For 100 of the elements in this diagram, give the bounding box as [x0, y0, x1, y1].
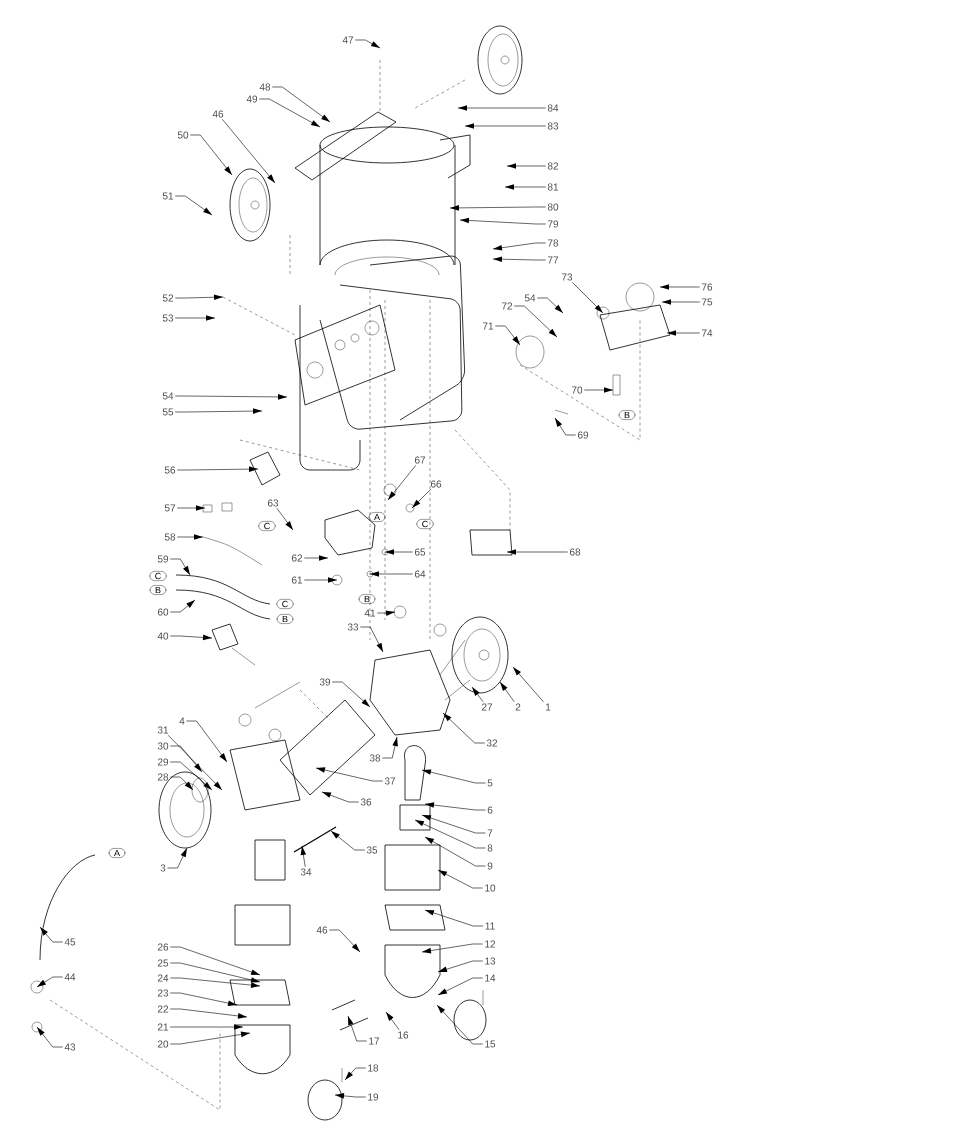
callout-number: 21 [157, 1023, 169, 1031]
callout-number: 25 [157, 959, 169, 967]
connection-tag: B [618, 410, 636, 420]
callout-number: 40 [157, 632, 169, 640]
callout-number: 66 [430, 480, 442, 488]
callout-number: 24 [157, 974, 169, 982]
leader-line [330, 830, 366, 851]
callout-number: 43 [64, 1043, 76, 1051]
leader-line [554, 417, 577, 436]
callout-number: 80 [547, 203, 559, 211]
callout-number: 57 [164, 504, 176, 512]
leader-line [303, 577, 338, 583]
connection-tag: C [258, 521, 276, 531]
leader-line [167, 847, 188, 869]
callout-number: 39 [319, 678, 331, 686]
callout-number: 69 [577, 431, 589, 439]
leader-line [376, 610, 396, 616]
callout-number: 30 [157, 742, 169, 750]
callout-number: 58 [164, 533, 176, 541]
leader-line [436, 1004, 484, 1045]
callout-number: 64 [414, 570, 426, 578]
leader-line [571, 281, 604, 314]
leader-line [492, 242, 547, 251]
callout-number: 59 [157, 555, 169, 563]
leader-line [174, 195, 213, 216]
leader-line [381, 736, 398, 759]
leader-line [359, 626, 384, 653]
callout-number: 31 [157, 726, 169, 734]
connection-tag: A [368, 512, 386, 522]
connection-tag: C [149, 571, 167, 581]
callout-number: 46 [316, 926, 328, 934]
callout-number: 73 [561, 273, 573, 281]
leader-line [536, 297, 564, 314]
callout-number: 60 [157, 608, 169, 616]
leader-line [303, 555, 329, 561]
leader-line [437, 869, 484, 889]
callout-number: 22 [157, 1005, 169, 1013]
callout-number: 44 [64, 973, 76, 981]
callout-number: 76 [701, 283, 713, 291]
leader-line [471, 686, 484, 703]
leader-line [169, 558, 191, 576]
callout-number: 13 [485, 957, 496, 965]
connection-tag: C [276, 599, 294, 609]
leader-line [344, 1067, 367, 1081]
callout-number: 28 [157, 773, 169, 781]
leader-line [169, 745, 203, 773]
leader-line [36, 1026, 64, 1048]
leader-line [321, 791, 360, 803]
leader-line [387, 464, 417, 501]
callout-number: 1 [546, 703, 551, 711]
callout-number: 83 [547, 122, 559, 130]
leader-line [174, 394, 288, 400]
callout-number: 79 [547, 220, 559, 228]
leader-line [464, 123, 547, 129]
leader-line [424, 909, 484, 927]
leader-line [437, 960, 484, 973]
leader-line [421, 814, 486, 834]
leader-line [328, 929, 361, 953]
connection-tag: A [108, 848, 126, 858]
callout-number: 15 [485, 1040, 496, 1048]
callout-number: 49 [246, 95, 258, 103]
callout-number: 17 [369, 1037, 380, 1045]
callout-number: 84 [547, 104, 559, 112]
leader-line [315, 767, 384, 782]
callout-number: 51 [162, 192, 174, 200]
leader-line [512, 666, 544, 703]
callout-number: 68 [569, 548, 581, 556]
leader-line [169, 1031, 251, 1045]
callout-number: 20 [157, 1040, 169, 1048]
leader-line [354, 39, 381, 49]
leader-line [442, 712, 486, 744]
callout-number: 33 [347, 623, 359, 631]
callout-number: 19 [368, 1093, 379, 1101]
leader-line [169, 992, 238, 1006]
callout-number: 70 [571, 386, 583, 394]
callout-number: 18 [368, 1064, 379, 1072]
leader-line [169, 946, 261, 976]
leader-line [174, 315, 216, 321]
callout-number: 71 [482, 322, 494, 330]
leader-line [176, 534, 204, 540]
leader-line [506, 549, 569, 555]
callout-number: 45 [64, 938, 76, 946]
leader-line [334, 1093, 367, 1099]
callout-number: 9 [487, 862, 493, 870]
leader-line [437, 977, 484, 996]
leader-line [506, 163, 547, 169]
callout-number: 4 [179, 717, 185, 725]
leader-line [186, 720, 228, 763]
leader-line [411, 488, 432, 509]
callout-number: 67 [414, 456, 426, 464]
callout-number: 34 [300, 868, 312, 876]
leader-line [424, 802, 486, 811]
callout-number: 2 [515, 703, 521, 711]
callout-number: 29 [157, 758, 169, 766]
leader-line [499, 681, 515, 703]
callout-number: 54 [162, 392, 174, 400]
callout-number: 6 [487, 806, 493, 814]
leader-line [659, 284, 701, 290]
leader-line [169, 599, 196, 613]
callout-number: 74 [701, 329, 713, 337]
